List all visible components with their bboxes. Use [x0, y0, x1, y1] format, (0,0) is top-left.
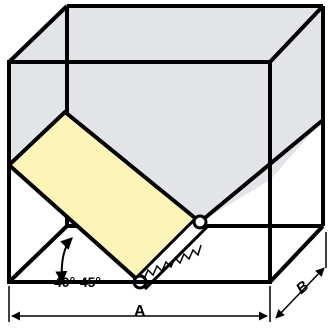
dim-b-line	[275, 267, 325, 319]
rail-zigzag	[143, 244, 202, 280]
hinge-circle-top	[192, 214, 208, 230]
dimension-b	[275, 232, 327, 319]
top-right-depth	[268, 4, 325, 64]
dimension-a-label: A	[134, 303, 146, 320]
box-front-edges	[7, 4, 325, 284]
dimension-b-label: B	[293, 277, 312, 297]
box-shading	[9, 6, 323, 222]
angle-arc	[55, 237, 73, 284]
angle-label: 40°-45°	[54, 274, 101, 290]
back-bottom-left-depth	[7, 224, 69, 284]
front-face-shaded	[9, 62, 270, 222]
slope-line	[198, 118, 325, 224]
dimension-a	[8, 286, 271, 322]
top-face	[9, 6, 323, 62]
top-left-depth	[7, 4, 69, 64]
front-face-outline	[7, 60, 272, 284]
bottom-right-depth	[268, 224, 325, 284]
